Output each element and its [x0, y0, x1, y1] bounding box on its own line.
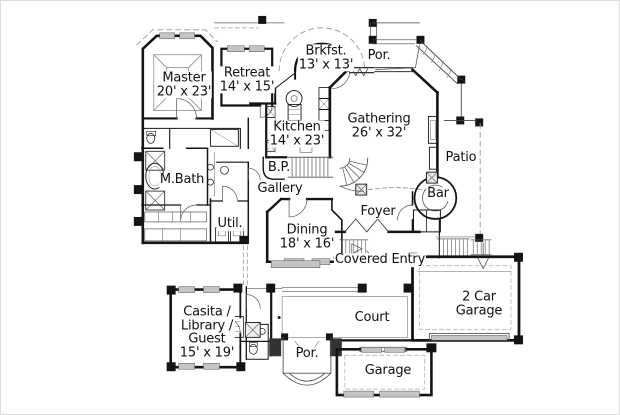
top-porch [368, 18, 484, 127]
master-suite-walls [136, 29, 219, 245]
room-label-court: Court [353, 310, 391, 326]
room-label-patio: Patio [444, 150, 478, 166]
casita-walls [166, 285, 270, 372]
room-label-porch-bottom: Por. [294, 346, 320, 362]
top-colonnade [214, 15, 285, 29]
gallery-and-pantry [247, 156, 334, 218]
room-label-gallery: Gallery [256, 181, 304, 197]
room-label-brkfst: Brkfst.13' x 13' [297, 43, 355, 72]
room-label-master-bath: M.Bath [158, 172, 206, 188]
single-garage-walls [335, 343, 437, 398]
room-label-covered-entry: Covered Entry [333, 252, 427, 268]
bottom-porch [269, 333, 342, 386]
room-label-garage: Garage [363, 363, 413, 379]
main-stairs [287, 156, 369, 192]
room-label-foyer: Foyer [359, 204, 397, 220]
room-label-butlers-pantry: B.P. [266, 160, 292, 176]
room-label-bar: Bar [426, 186, 450, 202]
bar-walls [413, 171, 458, 259]
patio-outline [436, 122, 484, 242]
room-label-utility: Util. [216, 216, 244, 232]
room-label-porch-top: Por. [366, 48, 392, 64]
gathering-walls [328, 65, 440, 196]
